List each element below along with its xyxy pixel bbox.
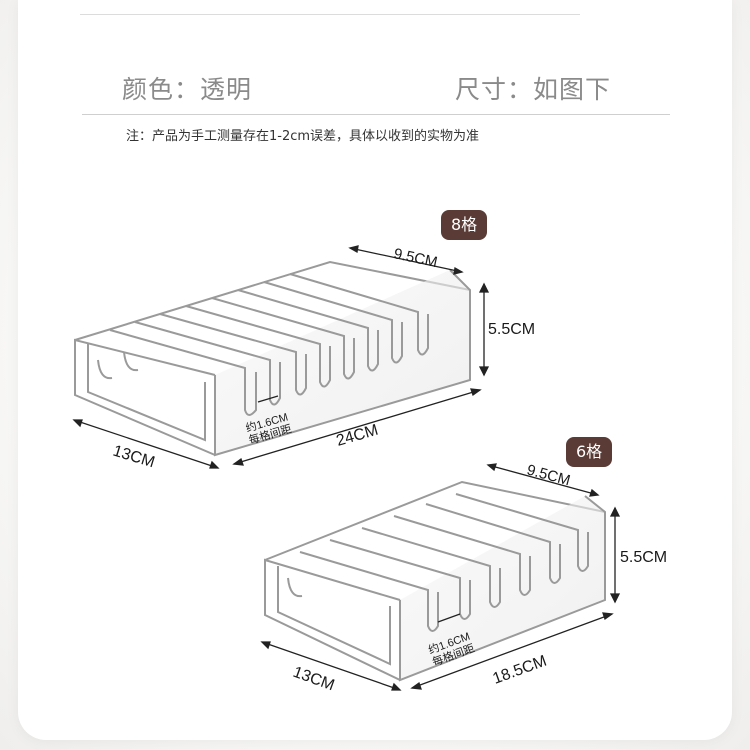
badge-6-slot: 6格: [566, 437, 613, 467]
rack-8-slot: [74, 260, 471, 457]
spec-divider: [82, 114, 670, 115]
rack-6-depth: 9.5CM: [525, 461, 572, 489]
size-spec: 尺寸：如图下: [455, 75, 612, 104]
rack-6-length: 18.5CM: [491, 653, 549, 688]
rack-6-slots: [299, 493, 589, 632]
rack-8-height: 5.5CM: [488, 321, 535, 338]
rack-8-length: 24CM: [334, 422, 380, 450]
rack-6-height: 5.5CM: [620, 549, 667, 566]
rack-6-width: 13CM: [291, 664, 337, 695]
color-spec: 颜色：透明: [122, 75, 253, 104]
rack-8-width: 13CM: [111, 443, 157, 472]
rack-8-depth: 9.5CM: [392, 245, 439, 271]
top-divider: [80, 14, 580, 15]
rack-8-slots: [109, 273, 429, 416]
measurement-note: 注：产品为手工测量存在1-2cm误差，具体以收到的实物为准: [126, 129, 480, 144]
rack-6-slot: [264, 480, 606, 682]
badge-8-slot: 8格: [441, 210, 488, 240]
